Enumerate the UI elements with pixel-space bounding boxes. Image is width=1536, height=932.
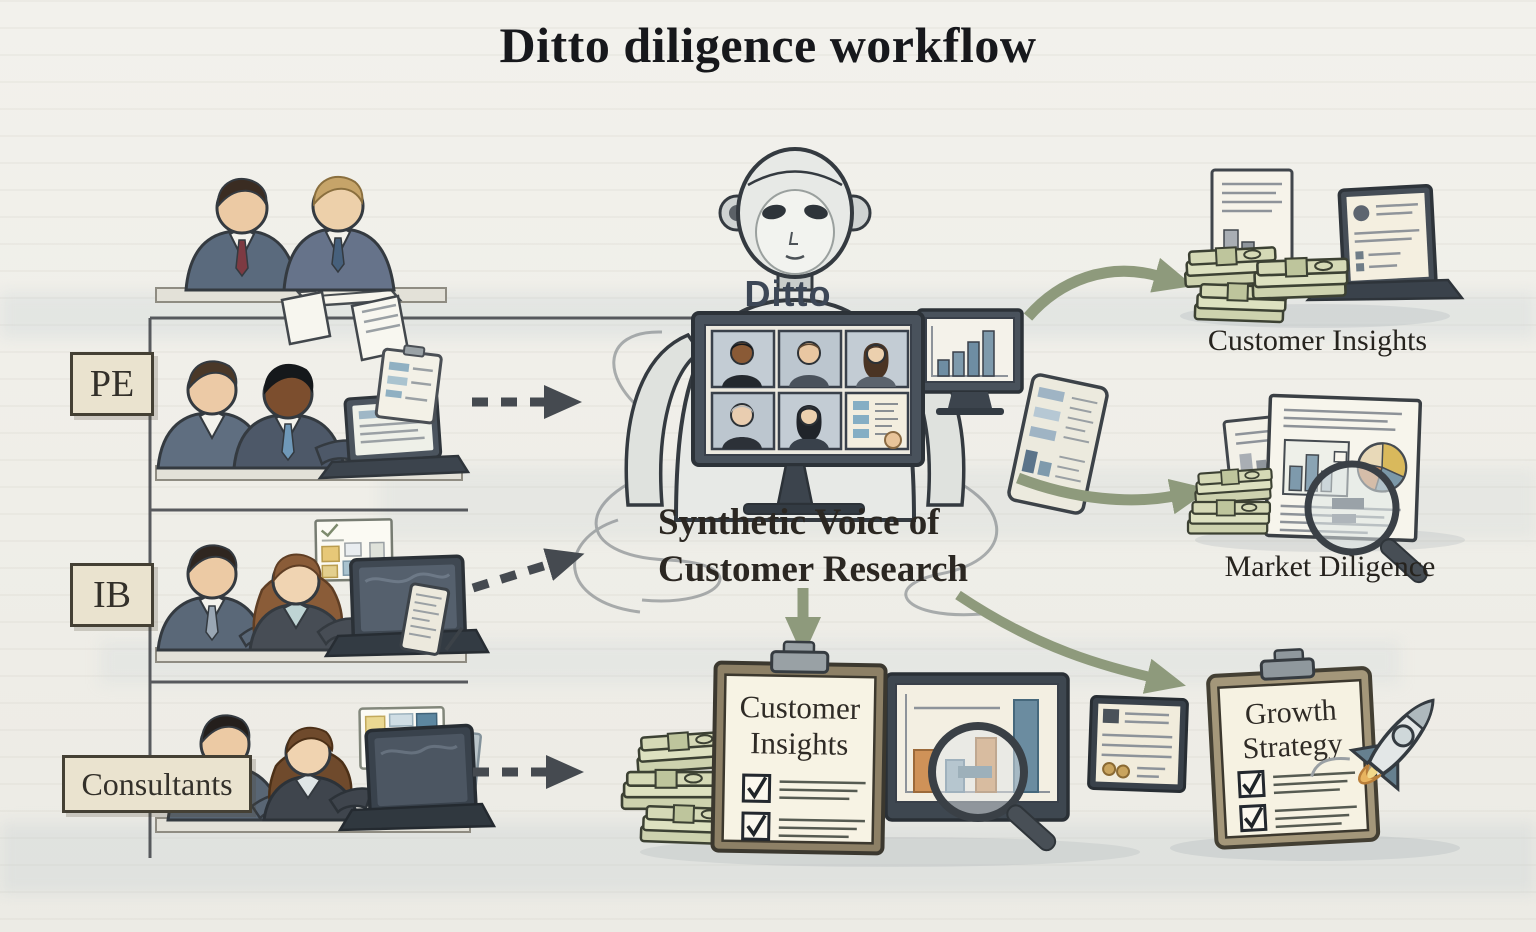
ditto-to-customer-insights-arrow (1023, 257, 1194, 321)
deliverable-clipboard-icon: Customer Insights (710, 640, 888, 856)
ib-to-ditto-arrow (471, 548, 585, 593)
customer-insights-label: Customer Insights (1207, 324, 1428, 357)
label-consultants: Consultants (62, 755, 252, 813)
center-caption: Synthetic Voice of Customer Research (658, 500, 1038, 593)
deliverable-illustration: Customer Insights (620, 640, 1189, 867)
deliverable-clipboard-line2: Insights (750, 725, 849, 762)
deliverable-clipboard-line1: Customer (739, 689, 861, 726)
ditto-to-market-diligence-arrow (1016, 472, 1211, 515)
market-diligence-label: Market Diligence (1224, 550, 1436, 583)
participant-avatar-icon (777, 391, 843, 451)
growth-clipboard-icon: Growth Strategy (1206, 648, 1381, 850)
customer-insights-illustration (1180, 168, 1465, 328)
arrows-layer (471, 257, 1211, 789)
magnifier-icon (928, 722, 1057, 852)
participant-avatar-icon (844, 329, 910, 389)
growth-strategy-line2: Strategy (1242, 727, 1344, 765)
diagram-title: Ditto diligence workflow (499, 17, 1037, 73)
rocket-icon (1310, 698, 1435, 793)
chart-monitor-icon (916, 308, 1024, 415)
label-ib: IB (70, 563, 154, 627)
participant-avatar-icon (777, 329, 843, 389)
checkbox-row (1237, 769, 1356, 799)
consultant-team-illustration (155, 706, 497, 833)
growth-strategy-illustration: Growth Strategy (1170, 648, 1460, 861)
data-table-screen-icon (1087, 695, 1189, 793)
market-diligence-illustration (1186, 393, 1465, 584)
ib-team-illustration (155, 518, 491, 663)
caption-line2: Customer Research (658, 548, 968, 590)
label-pe: PE (70, 352, 154, 416)
pe-clipboard-icon (374, 344, 443, 425)
magnifier-icon (1304, 460, 1428, 584)
consultant-laptop-icon (364, 723, 478, 817)
participant-avatar-icon (710, 391, 776, 451)
pe-team-illustration (155, 344, 471, 481)
caption-line1: Synthetic Voice of (658, 502, 940, 543)
tablet-stand-icon (399, 582, 451, 656)
growth-strategy-line1: Growth (1244, 694, 1337, 732)
robot-name-text: Ditto (745, 273, 832, 314)
video-call-monitor-icon (691, 311, 925, 515)
top-team-illustration (155, 176, 447, 362)
laptop-icon (1337, 184, 1438, 290)
shared-doc-tile-icon (844, 391, 910, 451)
robot-illustration: Ditto (573, 147, 1109, 617)
checkbox-row (741, 811, 865, 842)
ditto-to-growth-strategy-arrow (955, 590, 1186, 694)
checkbox-row (741, 773, 866, 804)
participant-avatar-icon (710, 329, 776, 389)
checkbox-row (1239, 803, 1357, 833)
